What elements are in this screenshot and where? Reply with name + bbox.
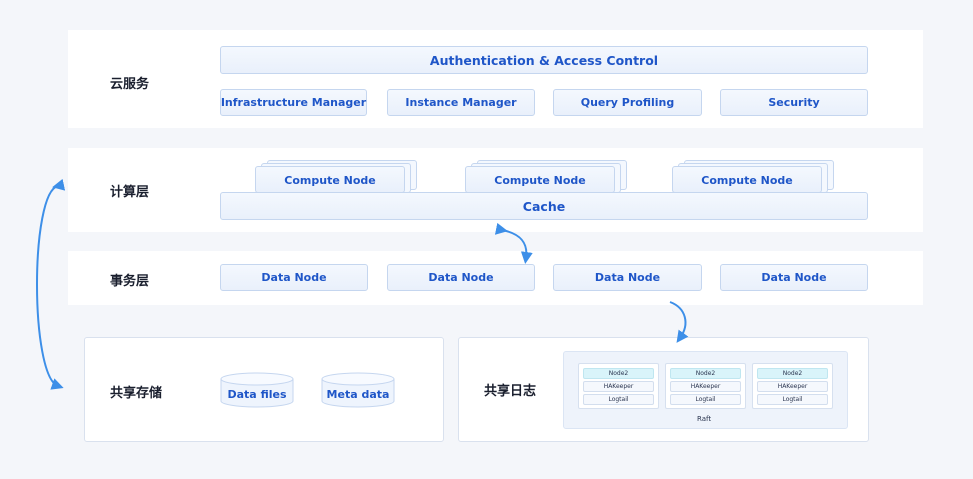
compute-node-3: Compute Node [672,166,822,193]
raft-node-head: Node2 [757,368,828,379]
security-box: Security [720,89,868,116]
transaction-layer-label: 事务层 [110,274,150,289]
raft-logtail: Logtail [583,394,654,405]
raft-node-head: Node2 [583,368,654,379]
raft-node-head: Node2 [670,368,741,379]
raft-hakeeper: HAKeeper [670,381,741,392]
query-profiling-box: Query Profiling [553,89,702,116]
instance-manager-box: Instance Manager [387,89,535,116]
data-files-cylinder: Data files [220,372,294,408]
raft-logtail: Logtail [670,394,741,405]
raft-label: Raft [697,415,712,423]
meta-data-label: Meta data [326,388,390,401]
data-node-4: Data Node [720,264,868,291]
data-node-3: Data Node [553,264,702,291]
auth-access-control-box: Authentication & Access Control [220,46,868,74]
compute-node-2: Compute Node [465,166,615,193]
data-node-2: Data Node [387,264,535,291]
datanode-log-arrow [669,301,689,343]
shared-storage-label: 共享存储 [110,386,163,401]
raft-logtail: Logtail [757,394,828,405]
raft-hakeeper: HAKeeper [583,381,654,392]
meta-data-cylinder: Meta data [321,372,395,408]
compute-node-1: Compute Node [255,166,405,193]
raft-group-3: Node2 HAKeeper Logtail [752,363,833,409]
shared-log-label: 共享日志 [484,384,537,399]
data-node-1: Data Node [220,264,368,291]
cache-box: Cache [220,192,868,220]
compute-layer-label: 计算层 [110,185,150,200]
cloud-services-label: 云服务 [110,77,150,92]
infrastructure-manager-box: Infrastructure Manager [220,89,367,116]
compute-storage-arrow [36,178,66,390]
raft-group-1: Node2 HAKeeper Logtail [578,363,659,409]
data-files-label: Data files [227,388,287,401]
raft-hakeeper: HAKeeper [757,381,828,392]
raft-group-2: Node2 HAKeeper Logtail [665,363,746,409]
